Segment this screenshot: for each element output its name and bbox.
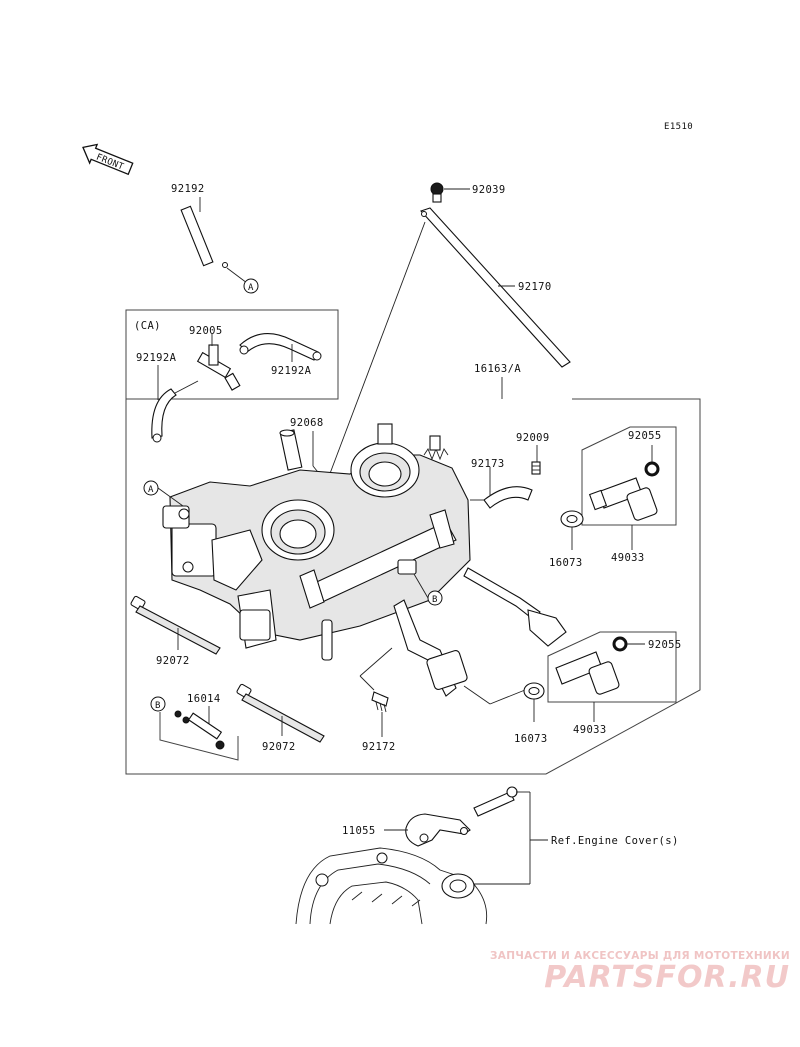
screw-92009 bbox=[531, 461, 541, 475]
seal-16073-bottom bbox=[523, 682, 545, 700]
part-16073-bottom: 16073 bbox=[514, 733, 548, 745]
cable-tie-92072-left bbox=[130, 595, 221, 655]
ref-engine-cover: Ref.Engine Cover(s) bbox=[551, 835, 679, 847]
watermark-logo: PARTSFOR.RU bbox=[544, 960, 790, 995]
part-92170: 92170 bbox=[518, 281, 552, 293]
hose-92192a-left bbox=[151, 388, 177, 439]
part-92072-bottom: 92072 bbox=[262, 741, 296, 753]
front-arrow-icon: FRONT bbox=[82, 143, 134, 176]
callout-a-top-label: A bbox=[248, 283, 254, 293]
part-16073-top: 16073 bbox=[549, 557, 583, 569]
part-92172: 92172 bbox=[362, 741, 396, 753]
part-16163a: 16163/A bbox=[474, 363, 521, 375]
strap-92170 bbox=[420, 207, 571, 368]
cable-tie-92072-bottom bbox=[236, 683, 325, 743]
part-92192a-left: 92192A bbox=[136, 352, 177, 364]
injector-49033-top bbox=[588, 477, 658, 521]
part-11055: 11055 bbox=[342, 825, 376, 837]
watermark-tagline: ЗАПЧАСТИ И АКСЕССУАРЫ ДЛЯ МОТОТЕХНИКИ bbox=[490, 950, 790, 962]
watermark: ЗАПЧАСТИ И АКСЕССУАРЫ ДЛЯ МОТОТЕХНИКИ PA… bbox=[470, 950, 790, 995]
hose-92068 bbox=[279, 429, 303, 471]
throttle-body-assembly bbox=[162, 423, 471, 661]
part-92173: 92173 bbox=[471, 458, 505, 470]
part-92005: 92005 bbox=[189, 325, 223, 337]
callout-a-top bbox=[243, 278, 259, 294]
diagram-code: E1510 bbox=[664, 122, 693, 132]
part-92072-left: 92072 bbox=[156, 655, 190, 667]
tee-fitting-92005 bbox=[196, 344, 241, 391]
bracket-92173 bbox=[483, 486, 533, 509]
bolt-11055 bbox=[473, 786, 518, 817]
ca-label: (CA) bbox=[134, 320, 161, 332]
oring-92055-top bbox=[644, 461, 660, 477]
part-49033-bottom: 49033 bbox=[573, 724, 607, 736]
bolt-16014 bbox=[174, 710, 225, 750]
part-92039: 92039 bbox=[472, 184, 506, 196]
part-92068: 92068 bbox=[290, 417, 324, 429]
part-92055-bottom: 92055 bbox=[648, 639, 682, 651]
ca-frame bbox=[125, 309, 339, 400]
part-49033-top: 49033 bbox=[611, 552, 645, 564]
engine-cover-fragment bbox=[295, 847, 488, 925]
oring-92055-bottom bbox=[612, 636, 628, 652]
part-16014: 16014 bbox=[187, 693, 221, 705]
screw-92172 bbox=[371, 691, 389, 713]
part-92192a-right: 92192A bbox=[271, 365, 312, 377]
callout-b-left bbox=[150, 696, 166, 712]
bolt-92039 bbox=[430, 182, 444, 203]
part-92055-top: 92055 bbox=[628, 430, 662, 442]
part-92192: 92192 bbox=[171, 183, 205, 195]
hose-92192 bbox=[180, 205, 228, 268]
assembly-frame bbox=[125, 398, 701, 775]
callout-b-left-label: B bbox=[155, 701, 161, 711]
injector-top-frame bbox=[581, 426, 677, 526]
callout-b-center-label: B bbox=[432, 595, 438, 605]
part-92009: 92009 bbox=[516, 432, 550, 444]
hose-92192a-right bbox=[239, 333, 319, 361]
callout-a-left-label: A bbox=[148, 485, 154, 495]
seal-16073-top bbox=[560, 510, 584, 528]
injector-49033-bottom bbox=[555, 651, 620, 695]
injector-bottom-frame bbox=[547, 631, 677, 703]
b-frame bbox=[159, 712, 239, 761]
